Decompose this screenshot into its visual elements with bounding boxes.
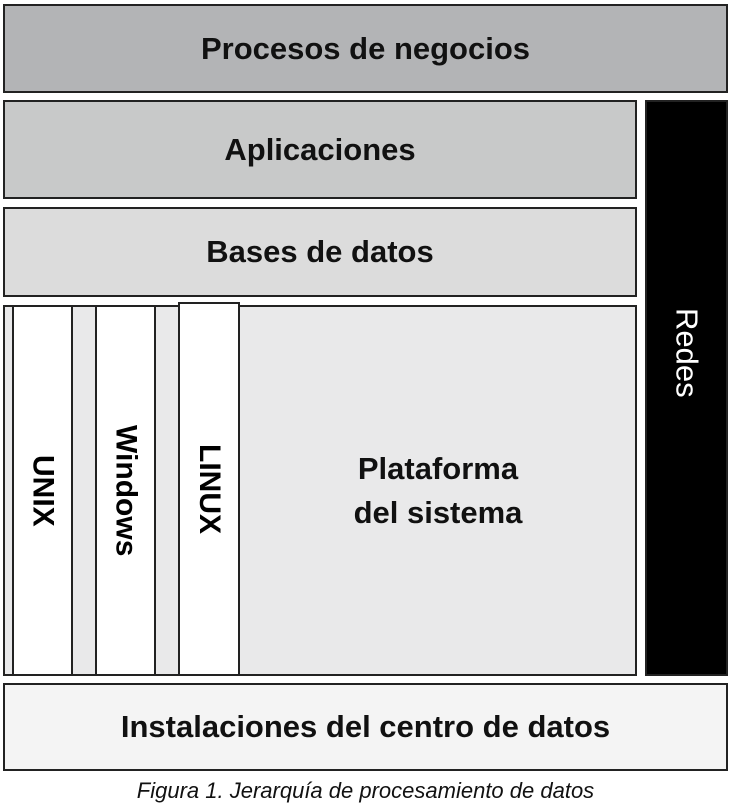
applications-layer: Aplicaciones [3,100,637,199]
applications-label: Aplicaciones [224,131,416,167]
os-windows-label: Windows [109,424,143,557]
datacenter-label: Instalaciones del centro de datos [120,709,611,744]
databases-layer: Bases de datos [3,207,637,297]
os-unix-label: UNIX [26,454,60,527]
platform-label-line2: del sistema [353,494,523,530]
datacenter-layer: Instalaciones del centro de datos [3,683,728,771]
os-linux: LINUX [178,302,240,676]
databases-label: Bases de datos [206,234,434,269]
figure-caption: Figura 1. Jerarquía de procesamiento de … [136,778,595,803]
business-processes-label: Procesos de negocios [200,30,531,66]
networks-layer: Redes [645,100,728,676]
business-processes-layer: Procesos de negocios [3,4,728,93]
os-linux-label: LINUX [193,444,226,534]
networks-label: Redes [669,308,705,398]
platform-label-line1: Plataforma [357,450,519,486]
os-unix: UNIX [12,305,73,676]
os-windows: Windows [95,305,156,676]
